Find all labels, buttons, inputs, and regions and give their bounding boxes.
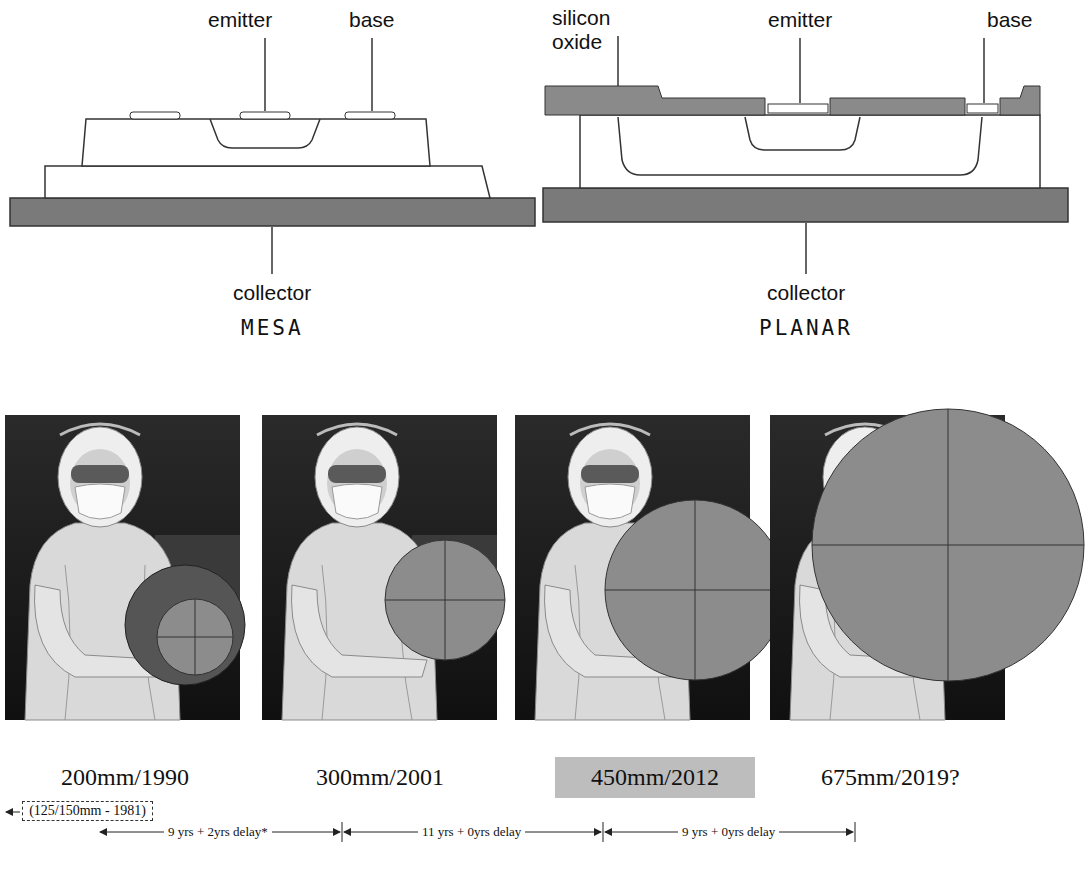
interval-label-text: 9 yrs + 0yrs delay: [682, 824, 775, 839]
part-label: silicon oxide: [552, 6, 624, 54]
wafer-caption-text: 675mm/2019?: [821, 764, 960, 790]
part-label-text: silicon oxide: [552, 6, 610, 53]
wafer-caption-text: 200mm/1990: [61, 764, 189, 790]
part-label-text: base: [987, 8, 1033, 31]
interval-label: 11 yrs + 0yrs delay: [418, 824, 525, 840]
highlight-box-text: 450mm/2012: [591, 764, 719, 791]
interval-label: 9 yrs + 2yrs delay*: [164, 824, 272, 840]
photo-panel: [5, 415, 245, 720]
mesa-transistor: [10, 38, 535, 274]
part-label: emitter: [768, 8, 832, 32]
interval-label-text: 11 yrs + 0yrs delay: [422, 824, 521, 839]
interval-label: 9 yrs + 0yrs delay: [678, 824, 779, 840]
part-label-text: emitter: [208, 8, 272, 31]
wafer-caption: 675mm/2019?: [821, 764, 960, 791]
photo-panel: [262, 415, 505, 720]
planar-transistor: [543, 36, 1068, 274]
part-label: collector: [233, 281, 311, 305]
part-label: emitter: [208, 8, 272, 32]
photo-panel: [770, 409, 1084, 720]
interval-label-text: 9 yrs + 2yrs delay*: [168, 824, 268, 839]
note-box-text: (125/150mm - 1981): [29, 803, 146, 819]
device-title: MESA: [241, 316, 304, 340]
note-box: (125/150mm - 1981): [22, 801, 153, 821]
highlight-box: 450mm/2012: [555, 757, 755, 798]
part-label-text: base: [349, 8, 395, 31]
wafer-caption-text: 300mm/2001: [316, 764, 444, 790]
part-label-text: collector: [233, 281, 311, 304]
device-title: PLANAR: [759, 316, 853, 340]
part-label-text: emitter: [768, 8, 832, 31]
part-label: base: [349, 8, 395, 32]
part-label: base: [987, 8, 1033, 32]
wafer-caption: 200mm/1990: [61, 764, 189, 791]
device-title-text: PLANAR: [759, 316, 853, 340]
photo-panel: [515, 415, 785, 720]
device-title-text: MESA: [241, 316, 304, 340]
part-label: collector: [767, 281, 845, 305]
wafer-caption: 300mm/2001: [316, 764, 444, 791]
part-label-text: collector: [767, 281, 845, 304]
